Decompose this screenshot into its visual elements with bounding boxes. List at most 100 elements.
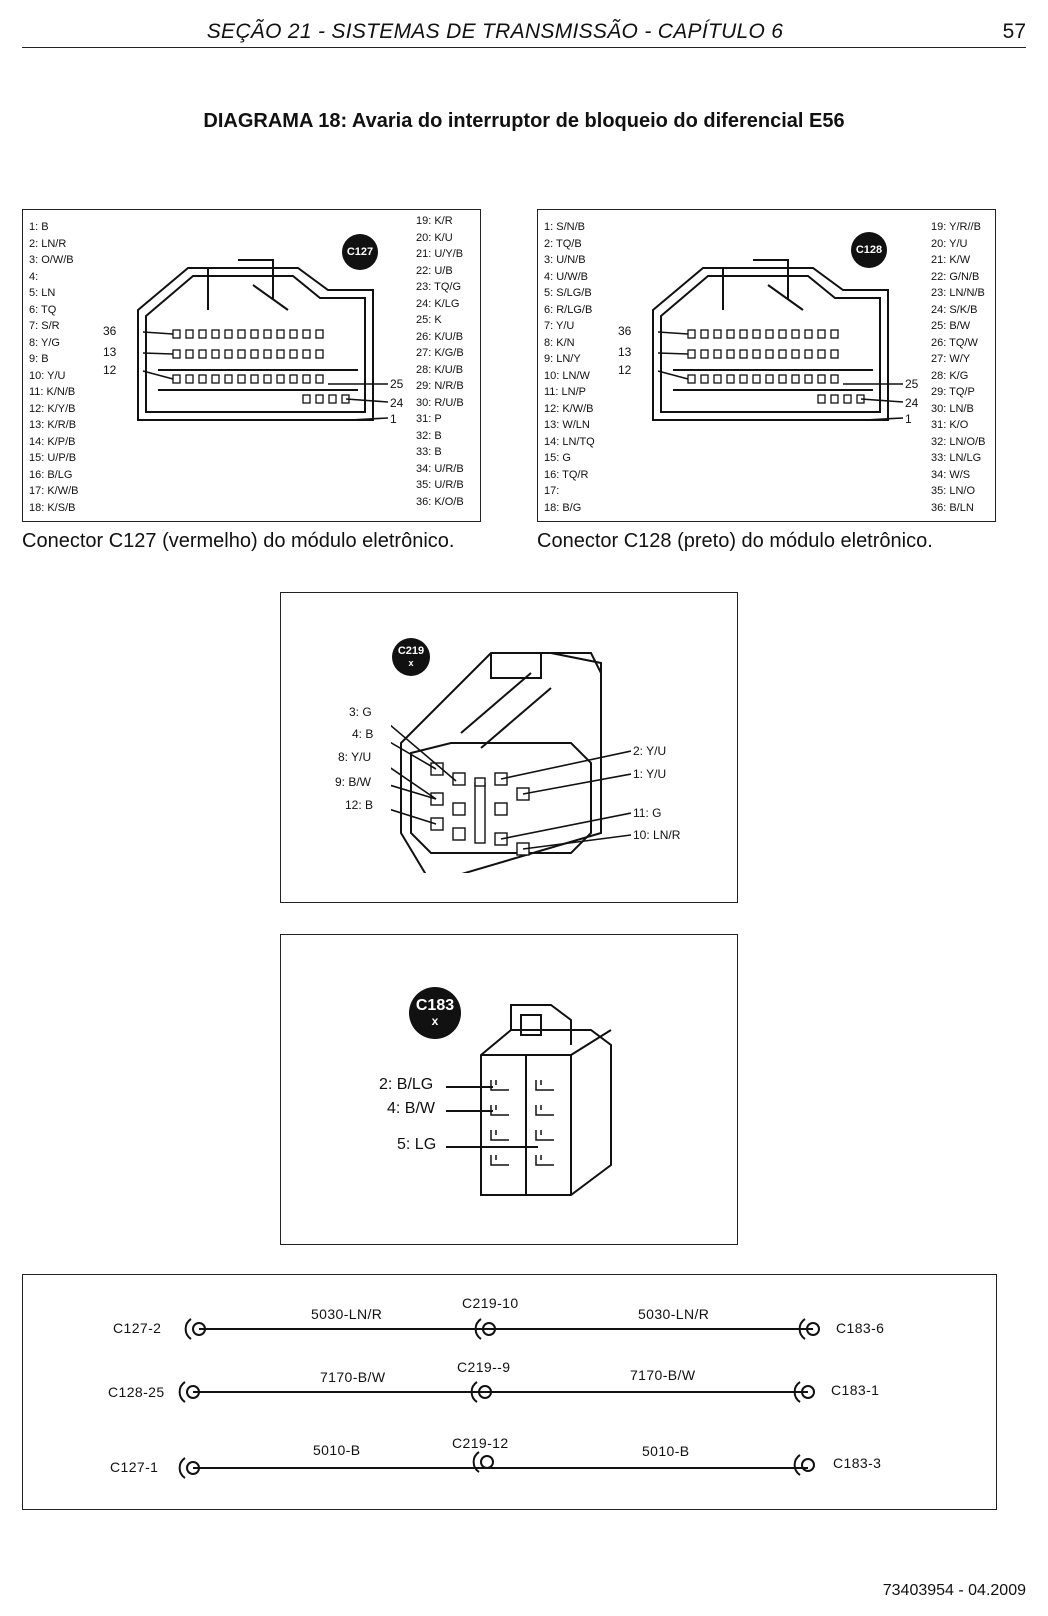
wiring-row2-left-connector: C128-25 — [108, 1384, 165, 1400]
c183-badge-sub: x — [431, 1014, 439, 1028]
c219-label-4: 4: B — [352, 727, 374, 741]
pin-label: 1: B — [29, 221, 49, 233]
c219-label-8: 8: Y/U — [338, 750, 372, 764]
pin-label: 9: B — [29, 353, 49, 365]
c219-panel: C219 x 3: G 4: B 8: Y/U 9: B/W — [280, 592, 738, 903]
c128-callout-13: 13 — [618, 345, 632, 359]
c128-caption: Conector C128 (preto) do módulo eletrôni… — [537, 530, 933, 552]
pin-label: 10: LN/W — [544, 369, 590, 382]
c128-panel: 1: S/N/B 2: TQ/B 3: U/N/B 4: U/W/B 5: S/… — [537, 209, 996, 522]
c128-connector-drawing — [652, 259, 904, 421]
c127-badge: C127 — [342, 234, 378, 270]
c219-label-1: 1: Y/U — [633, 767, 667, 781]
wiring-row1-mid-connector: C219-10 — [462, 1295, 519, 1311]
pin-label: 12: K/Y/B — [29, 402, 76, 415]
pin-label: 17: K/W/B — [29, 485, 79, 497]
pin-label: 5: S/LG/B — [544, 287, 592, 299]
document-footer-code: 73403954 - 04.2009 — [882, 1582, 1026, 1599]
wiring-row3-right-connector: C183-3 — [833, 1455, 882, 1471]
pin-label: 13: K/R/B — [29, 419, 77, 431]
wiring-row1-right-wire: 5030-LN/R — [638, 1306, 710, 1322]
pin-label: 23: TQ/G — [416, 281, 462, 293]
wiring-row1-left-connector: C127-2 — [113, 1320, 162, 1336]
c183-label-5: 5: LG — [397, 1136, 437, 1153]
pin-label: 33: LN/LG — [931, 452, 982, 464]
pin-label: 32: LN/O/B — [931, 435, 986, 448]
c219-label-3: 3: G — [349, 705, 372, 719]
c127-callout-25: 25 — [390, 377, 404, 391]
pin-label: 32: B — [416, 429, 442, 442]
wiring-row3-left-wire: 5010-B — [313, 1442, 361, 1458]
pin-label: 1: S/N/B — [544, 221, 585, 233]
c219-label-10: 10: LN/R — [633, 828, 681, 842]
pin-label: 19: Y/R//B — [931, 221, 981, 233]
pin-label: 18: B/G — [544, 501, 582, 514]
c128-callout-25: 25 — [905, 377, 919, 391]
wiring-row1-right-connector: C183-6 — [836, 1320, 885, 1336]
pin-label: 36: K/O/B — [416, 495, 464, 508]
c219-badge-label: C219 — [397, 645, 425, 657]
pin-label: 2: TQ/B — [544, 237, 582, 250]
c219-label-2: 2: Y/U — [633, 744, 667, 758]
wiring-panel: C127-2 5030-LN/R C219-10 5030-LN/R C183-… — [22, 1274, 997, 1510]
pin-label: 21: K/W — [931, 254, 971, 266]
pin-label: 26: TQ/W — [931, 336, 978, 349]
c127-panel: 1: B 2: LN/R 3: O/W/B 4: 5: LN 6: TQ 7: … — [22, 209, 481, 522]
c127-left-pin-list: 1: B 2: LN/R 3: O/W/B 4: 5: LN 6: TQ 7: … — [29, 219, 79, 516]
page-number: 57 — [1002, 20, 1026, 43]
c127-connector-drawing — [137, 259, 389, 421]
pin-label: 9: LN/Y — [544, 353, 581, 365]
diagram-title: DIAGRAMA 18: Avaria do interruptor de bl… — [203, 110, 845, 132]
pin-label: 25: K — [416, 314, 442, 326]
pin-label: 24: S/K/B — [931, 303, 978, 316]
c128-callout-12: 12 — [618, 363, 632, 377]
pin-label: 4: — [29, 270, 39, 283]
c128-callout-1: 1 — [905, 412, 912, 426]
pin-label: 24: K/LG — [416, 297, 460, 310]
c127-caption: Conector C127 (vermelho) do módulo eletr… — [22, 530, 455, 552]
c219-badge: C219 x — [392, 638, 430, 676]
pin-label: 23: LN/N/B — [931, 287, 985, 299]
wiring-row2-right-connector: C183-1 — [831, 1382, 880, 1398]
pin-label: 34: W/S — [931, 468, 971, 481]
pin-label: 20: K/U — [416, 231, 453, 244]
header-rule — [22, 47, 1026, 48]
pin-label: 20: Y/U — [931, 237, 968, 250]
wiring-row3-right-wire: 5010-B — [642, 1443, 690, 1459]
wiring-row3-mid-connector: C219-12 — [452, 1435, 509, 1451]
pin-label: 14: K/P/B — [29, 435, 76, 448]
section-header-title: SEÇÃO 21 - SISTEMAS DE TRANSMISSÃO - CAP… — [206, 20, 784, 43]
pin-label: 31: K/O — [931, 419, 969, 431]
pin-label: 16: TQ/R — [544, 468, 589, 481]
c183-label-4: 4: B/W — [387, 1100, 436, 1117]
pin-label: 26: K/U/B — [416, 330, 464, 343]
c183-badge: C183 x — [409, 987, 461, 1039]
pin-label: 4: U/W/B — [544, 270, 589, 283]
c127-callout-24: 24 — [390, 396, 404, 410]
pin-label: 18: K/S/B — [29, 501, 76, 514]
pin-label: 31: P — [416, 413, 442, 425]
pin-label: 25: B/W — [931, 320, 971, 332]
pin-label: 3: O/W/B — [29, 254, 74, 266]
c219-label-12: 12: B — [345, 798, 374, 812]
pin-label: 11: LN/P — [544, 386, 586, 398]
c128-callout-36: 36 — [618, 324, 632, 338]
pin-label: 2: LN/R — [29, 237, 67, 250]
pin-label: 8: Y/G — [29, 336, 60, 349]
c219-label-9: 9: B/W — [335, 775, 372, 789]
pin-label: 15: U/P/B — [29, 452, 77, 464]
c219-connector-drawing — [391, 652, 631, 873]
c219-label-11: 11: G — [633, 806, 662, 820]
pin-label: 29: TQ/P — [931, 386, 975, 398]
c128-left-pin-list: 1: S/N/B 2: TQ/B 3: U/N/B 4: U/W/B 5: S/… — [544, 219, 595, 516]
wiring-row2-left-wire: 7170-B/W — [320, 1369, 386, 1385]
wiring-row1-left-wire: 5030-LN/R — [311, 1306, 383, 1322]
pin-label: 34: U/R/B — [416, 462, 464, 475]
pin-label: 8: K/N — [544, 336, 575, 349]
pin-label: 36: B/LN — [931, 501, 974, 514]
wiring-row3-left-connector: C127-1 — [110, 1459, 159, 1475]
c128-callout-24: 24 — [905, 396, 919, 410]
pin-label: 10: Y/U — [29, 369, 66, 382]
pin-label: 6: R/LG/B — [544, 303, 593, 316]
pin-label: 7: Y/U — [544, 320, 575, 332]
